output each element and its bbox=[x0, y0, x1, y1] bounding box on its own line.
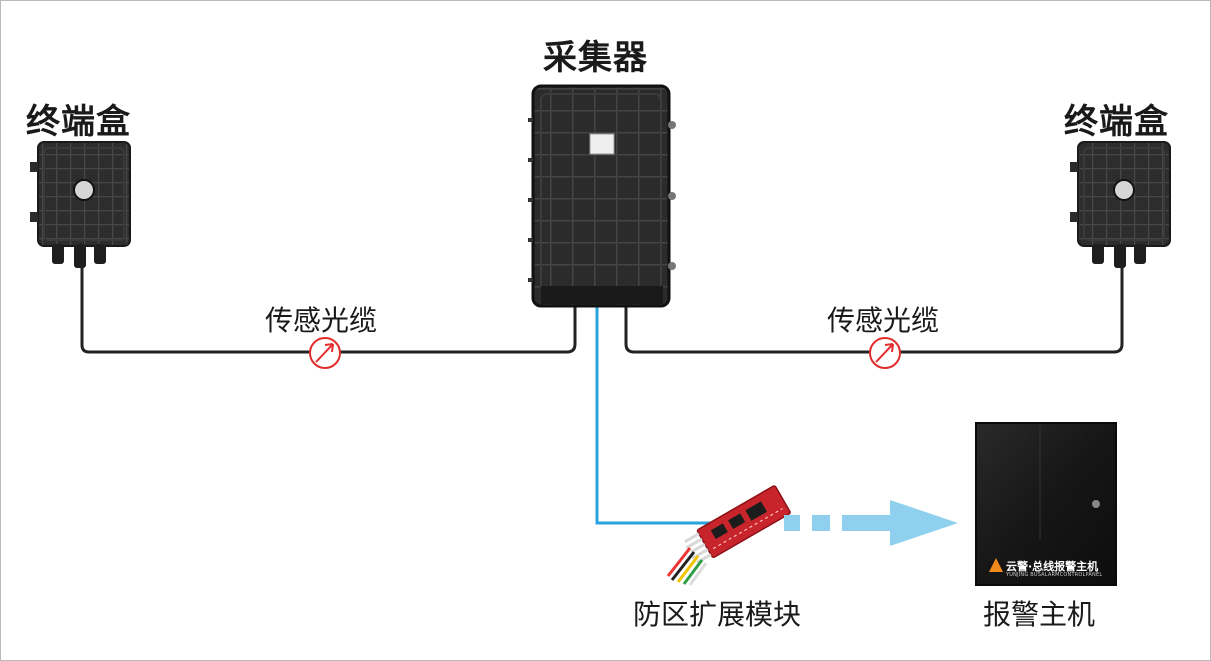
alarm-panel-brand: 云警·总线报警主机 bbox=[1006, 560, 1099, 573]
collector-title: 采集器 bbox=[543, 38, 648, 78]
collector-enclosure-icon bbox=[528, 84, 676, 308]
fiber-cable-right-label: 传感光缆 bbox=[827, 304, 940, 337]
module-wires-icon bbox=[666, 547, 708, 586]
alarm-host-label: 报警主机 bbox=[983, 598, 1096, 631]
terminal-box-right-icon bbox=[1070, 141, 1171, 268]
alarm-host-panel-icon bbox=[975, 422, 1117, 586]
terminal-box-left-title: 终端盒 bbox=[26, 102, 131, 142]
zone-module-board-icon bbox=[684, 485, 791, 564]
alarm-marker-left-icon bbox=[309, 337, 341, 369]
alarm-panel-brand-sub: YUNJING BUSALARMCONTROLPANEL bbox=[1006, 572, 1103, 578]
terminal-box-left-icon bbox=[30, 141, 131, 268]
zone-module-label: 防区扩展模块 bbox=[633, 598, 802, 631]
terminal-box-right-title: 终端盒 bbox=[1064, 102, 1169, 142]
signal-arrow-icon bbox=[784, 500, 958, 546]
bus-line bbox=[595, 305, 712, 525]
alarm-marker-right-icon bbox=[869, 337, 901, 369]
fiber-cable-left-label: 传感光缆 bbox=[265, 304, 378, 337]
